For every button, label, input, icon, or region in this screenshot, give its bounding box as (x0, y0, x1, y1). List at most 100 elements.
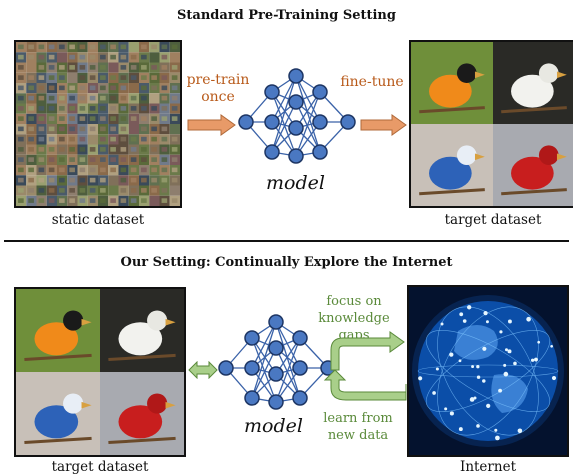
mosaic-thumbnail (139, 83, 150, 94)
mosaic-thumbnail (98, 72, 109, 83)
mosaic-thumbnail (36, 165, 47, 176)
network-node (268, 366, 284, 382)
mosaic-thumbnail (149, 195, 160, 206)
mosaic-thumbnail (108, 103, 119, 114)
network-node (288, 68, 304, 84)
network-light (507, 319, 512, 324)
network-edge (275, 321, 301, 399)
mosaic-thumbnail (139, 185, 150, 196)
mosaic-thumbnail (159, 52, 170, 63)
network-edge (251, 347, 277, 399)
mosaic-thumbnail (87, 42, 98, 53)
mosaic-thumbnail (128, 42, 139, 53)
learn-label-line1: learn from (323, 411, 393, 426)
learn-label-line2: new data (327, 428, 389, 443)
mosaic-thumbnail (46, 83, 57, 94)
mosaic-thumbnail (118, 165, 129, 176)
network-light (503, 371, 509, 377)
mosaic-thumbnail (169, 103, 180, 114)
mosaic-thumbnail (87, 103, 98, 114)
mosaic-thumbnail (36, 185, 47, 196)
mosaic-thumbnail (67, 124, 78, 135)
network-light (534, 357, 538, 362)
mosaic-thumbnail (87, 52, 98, 63)
mosaic-thumbnail (149, 144, 160, 155)
mosaic-thumbnail (139, 52, 150, 63)
network-light (499, 330, 503, 334)
mosaic-thumbnail (98, 154, 109, 165)
mosaic-thumbnail (108, 62, 119, 73)
network-light (458, 427, 463, 432)
mosaic-thumbnail (118, 195, 129, 206)
network-node (238, 114, 254, 130)
continent (454, 325, 498, 360)
mosaic-thumbnail (36, 154, 47, 165)
mosaic-thumbnail (16, 62, 27, 73)
mosaic-thumbnail (159, 134, 170, 145)
mosaic-thumbnail (169, 62, 180, 73)
mosaic-thumbnail (36, 113, 47, 124)
mosaic-thumbnail (139, 103, 150, 114)
mosaic-thumbnail (108, 175, 119, 186)
network-light (503, 363, 507, 367)
network-light (551, 375, 557, 381)
mosaic-thumbnail (36, 175, 47, 186)
mosaic-thumbnail (77, 175, 88, 186)
mosaic-thumbnail (128, 124, 139, 135)
mosaic-thumbnail (67, 52, 78, 63)
internet-caption: Internet (459, 459, 516, 475)
mosaic-thumbnail (87, 62, 98, 73)
mosaic-thumbnail (139, 165, 150, 176)
mosaic-thumbnail (139, 72, 150, 83)
mosaic-thumbnail (128, 144, 139, 155)
mosaic-thumbnail (118, 93, 129, 104)
mosaic-thumbnail (159, 83, 170, 94)
pretrain-arrow (187, 114, 236, 136)
mosaic-thumbnail (46, 165, 57, 176)
network-node (244, 360, 260, 376)
network-light (449, 411, 454, 416)
blue-jay-icon (411, 124, 493, 206)
network-edge (295, 75, 321, 153)
mosaic-thumbnail (46, 154, 57, 165)
mosaic-thumbnail (67, 83, 78, 94)
mosaic-thumbnail (67, 42, 78, 53)
network-node (312, 144, 328, 160)
network-light (435, 367, 439, 371)
network-light (466, 305, 472, 310)
network-node (268, 314, 284, 330)
network-node (292, 390, 308, 406)
mosaic-thumbnail (26, 72, 37, 83)
mosaic-thumbnail (98, 144, 109, 155)
mosaic-thumbnail (149, 165, 160, 176)
mosaic-thumbnail (36, 52, 47, 63)
mosaic-thumbnail (26, 195, 37, 206)
mosaic-thumbnail (98, 83, 109, 94)
mosaic-thumbnail (108, 144, 119, 155)
bird-grid-top (411, 42, 573, 206)
blue-jay-icon (16, 372, 100, 455)
mosaic-thumbnail (98, 134, 109, 145)
finetune-label: fine-tune (340, 74, 404, 90)
mosaic-thumbnail (169, 93, 180, 104)
mosaic-thumbnail (87, 144, 98, 155)
mosaic-thumbnail (57, 113, 68, 124)
mosaic-thumbnail (87, 154, 98, 165)
mosaic-thumbnail (87, 83, 98, 94)
network-edge (271, 75, 297, 153)
mosaic-thumbnail (98, 52, 109, 63)
mosaic-thumbnail (16, 175, 27, 186)
pretrain-label-line1: pre-train (186, 72, 250, 88)
mosaic-thumbnail (118, 113, 129, 124)
mosaic-thumbnail (149, 185, 160, 196)
mosaic-thumbnail (16, 113, 27, 124)
mosaic-thumbnail (26, 185, 37, 196)
mosaic-thumbnail (26, 103, 37, 114)
mosaic-thumbnail (36, 42, 47, 53)
mosaic-thumbnail (26, 93, 37, 104)
mosaic-thumbnail (149, 93, 160, 104)
mosaic-thumbnail (98, 165, 109, 176)
mosaic-thumbnail (128, 62, 139, 73)
network-edge (271, 75, 297, 123)
mosaic-thumbnail (77, 72, 88, 83)
